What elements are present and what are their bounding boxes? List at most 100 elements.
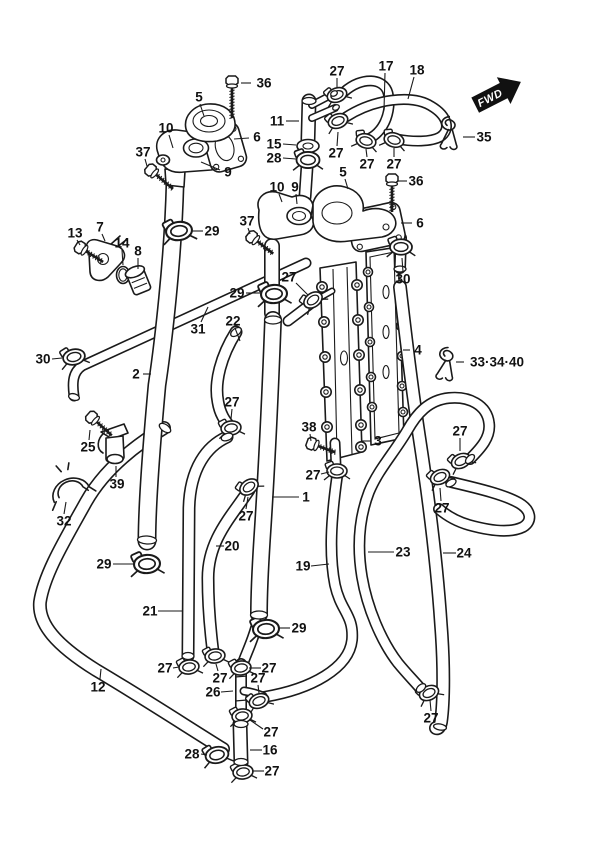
pipe-1-inner (251, 312, 281, 622)
tube-end-bore (445, 478, 457, 488)
t-connector-collars (234, 675, 248, 702)
callout-leader (230, 408, 233, 420)
callout-label-11: 11 (270, 114, 285, 129)
tube-end-layer (67, 90, 476, 767)
tube-end-bore (330, 90, 338, 97)
callout-label-15: 15 (266, 137, 282, 152)
hose-22-inner (212, 327, 241, 432)
component-layer: FWD (51, 77, 521, 512)
callout-leader (51, 357, 63, 360)
callout-label-18: 18 (409, 63, 425, 78)
callout-label-27: 27 (261, 661, 276, 676)
callout-label-26: 26 (205, 685, 221, 700)
tube-end-bore (301, 96, 317, 106)
callout-leader (336, 131, 339, 147)
callout-label-23: 23 (395, 545, 411, 560)
tube-end-bore (233, 719, 249, 729)
tube-end-bore (249, 610, 269, 620)
callout-leader (233, 137, 250, 140)
callout-label-5: 5 (195, 90, 203, 105)
tube-end-bore (158, 422, 172, 434)
thermostat-cap-5-middle (312, 185, 397, 243)
callout-label-37: 37 (239, 214, 254, 229)
tube-end-bore (263, 315, 283, 325)
callout-label-6: 6 (416, 216, 424, 231)
hose-19-inner (259, 472, 357, 702)
callout-label-33·34·40: 33·34·40 (470, 355, 524, 370)
hose-clamp-icon (425, 468, 456, 491)
callout-label-28: 28 (266, 151, 282, 166)
callout-label-35: 35 (476, 130, 492, 145)
callout-label-28: 28 (184, 747, 200, 762)
hose-clamp-icon (298, 291, 329, 316)
hose-2-inner (139, 176, 183, 549)
callout-leader (407, 76, 415, 100)
hose-clamp-icon (227, 658, 256, 680)
callout-leader (168, 134, 174, 149)
callout-label-27: 27 (423, 711, 438, 726)
callout-leader (295, 193, 298, 205)
callout-leader (249, 719, 264, 730)
fitting-8 (124, 265, 152, 296)
callout-leader (220, 690, 234, 693)
hose-20-inner (203, 485, 254, 657)
hose-clamp-icon (59, 347, 91, 371)
callout-leader (101, 233, 106, 242)
tube-end-bore (464, 453, 476, 465)
callout-leader (278, 193, 283, 203)
callout-leader (234, 327, 241, 342)
callout-leader (199, 103, 205, 117)
thermostat-9-middle (286, 206, 312, 226)
thermostat-assembly-middle (257, 185, 406, 253)
thermostat-assembly-top (155, 103, 248, 188)
callout-label-7: 7 (96, 220, 104, 235)
callout-label-10: 10 (269, 180, 284, 195)
tube-end-bore (332, 104, 340, 111)
hose-17-inner (340, 76, 394, 143)
callout-label-27: 27 (329, 64, 344, 79)
callout-label-25: 25 (80, 440, 96, 455)
callout-leader (88, 429, 91, 441)
bolt-icon (245, 230, 275, 256)
callout-label-2: 2 (132, 367, 140, 382)
callout-leader (172, 666, 180, 669)
callout-label-27: 27 (452, 424, 467, 439)
callout-leader (309, 433, 312, 442)
callout-leader (344, 178, 349, 190)
tube-end-bore (220, 432, 234, 442)
spring-clamp-32 (51, 462, 97, 512)
hose-clamp-icon (292, 148, 324, 171)
callout-leader (295, 282, 309, 296)
callout-leader (282, 157, 297, 160)
callout-label-13: 13 (67, 226, 83, 241)
fwd-arrow-shape (471, 77, 521, 113)
callout-label-27: 27 (264, 764, 279, 779)
callout-label-27: 27 (157, 661, 172, 676)
callout-label-29: 29 (204, 224, 219, 239)
callout-label-36: 36 (256, 76, 272, 91)
hose-loop-inner (434, 477, 534, 536)
bolt-icon (304, 436, 336, 455)
callout-label-3: 3 (374, 434, 382, 449)
cover-plate (315, 261, 367, 462)
callout-leader (99, 668, 102, 680)
callout-label-27: 27 (238, 509, 253, 524)
hose-clamp-icon (323, 112, 354, 135)
hose-24-inner (394, 281, 449, 734)
callout-label-30: 30 (35, 352, 50, 367)
clamp-layer (59, 86, 477, 784)
hose-layer-back (67, 257, 312, 402)
callout-label-17: 17 (378, 59, 393, 74)
inlet-tube-inner (300, 162, 312, 202)
callout-leader (63, 501, 67, 515)
callout-leader (215, 663, 219, 672)
callout-label-27: 27 (328, 146, 343, 161)
callout-label-27: 27 (281, 270, 296, 285)
hose-clamp-icon (257, 281, 293, 308)
hose-clamp-icon (228, 706, 257, 728)
hose-clamp-icon (161, 218, 198, 246)
callout-label-20: 20 (224, 539, 239, 554)
pipe-11-nipple-b-inner (309, 105, 338, 121)
callout-label-32: 32 (56, 514, 71, 529)
